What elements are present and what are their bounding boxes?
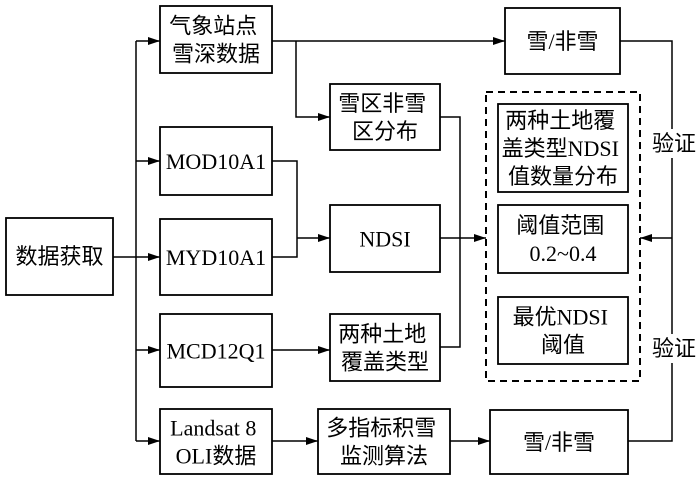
node-optimal-threshold: 最优NDSI 阈值	[497, 296, 629, 365]
node-station-snow-depth: 气象站点 雪深数据	[159, 5, 273, 74]
node-ndsi-value-distribution: 两种土地覆 盖类型NDSI 值数量分布	[497, 103, 629, 193]
snow-nonsnow-top-line-1: 雪/非雪	[526, 29, 598, 54]
node-ndsi: NDSI	[329, 204, 441, 273]
ndsi-value-distribution-line-2: 盖类型NDSI	[502, 136, 619, 161]
optimal-threshold-box	[497, 296, 629, 365]
mod10a1-label: MOD10A1	[166, 149, 266, 174]
ndsi-value-distribution-box	[497, 103, 629, 193]
node-data-acquisition: 数据获取	[5, 217, 114, 296]
optimal-threshold-line-1: 最优NDSI	[513, 305, 608, 330]
threshold-range-line-1: 阈值范围	[516, 213, 604, 238]
myd10a1-line-1: MYD10A1	[166, 245, 266, 270]
snow-nonsnow-bottom-line-1: 雪/非雪	[523, 430, 595, 455]
station-snow-depth-line-1: 气象站点	[169, 14, 257, 39]
mod10a1-box	[159, 126, 273, 196]
multi-index-algorithm-label: 多指标积雪 监测算法	[326, 416, 442, 469]
data-acquisition-label: 数据获取	[15, 244, 103, 269]
station-snow-depth-line-2: 雪深数据	[172, 42, 260, 67]
node-myd10a1: MYD10A1	[159, 218, 273, 296]
multi-index-algorithm-line-2: 监测算法	[340, 444, 428, 469]
land-cover-types-line-2: 覆盖类型	[341, 350, 429, 375]
myd10a1-label: MYD10A1	[166, 245, 266, 270]
threshold-range-line-2: 0.2~0.4	[530, 241, 597, 266]
ndsi-value-distribution-line-3: 值数量分布	[508, 164, 618, 189]
optimal-threshold-label: 最优NDSI 阈值	[513, 305, 614, 358]
land-cover-types-box	[329, 313, 441, 382]
node-snow-area-distribution: 雪区非雪 区分布	[329, 83, 441, 151]
node-landsat8-oli: Landsat 8 OLI数据	[159, 408, 273, 475]
snow-area-distribution-box	[329, 83, 441, 151]
node-snow-nonsnow-bottom: 雪/非雪	[489, 409, 629, 475]
snow-nonsnow-bottom-box	[489, 409, 629, 475]
snow-area-distribution-line-1: 雪区非雪	[338, 91, 426, 116]
validation-label-top-group: 验证	[651, 129, 697, 158]
mcd12q1-line-1: MCD12Q1	[166, 339, 265, 364]
ndsi-value-distribution-line-1: 两种土地覆	[505, 108, 615, 133]
myd10a1-box	[159, 218, 273, 296]
ndsi-line-1: NDSI	[359, 227, 410, 252]
node-snow-nonsnow-top: 雪/非雪	[504, 7, 621, 75]
connector-station-to-snow-area	[295, 41, 330, 121]
connector-validation-loop	[620, 40, 673, 442]
station-snow-depth-label: 气象站点 雪深数据	[169, 14, 263, 67]
optimal-threshold-line-2: 阈值	[541, 333, 585, 358]
connectors	[113, 37, 673, 445]
analysis-group-dashed-box	[485, 91, 641, 382]
node-multi-index-algorithm: 多指标积雪 监测算法	[317, 408, 451, 475]
landsat8-oli-line-1: Landsat 8	[170, 416, 256, 441]
snow-nonsnow-top-box	[504, 7, 621, 75]
land-cover-types-line-1: 两种土地	[338, 322, 426, 347]
connector-middle-merge	[440, 116, 461, 348]
validation-label-bottom: 验证	[652, 336, 696, 361]
ndsi-label: NDSI	[359, 227, 410, 252]
ndsi-box	[329, 204, 441, 273]
ndsi-value-distribution-label: 两种土地覆 盖类型NDSI 值数量分布	[502, 108, 625, 189]
landsat8-oli-line-2: OLI数据	[176, 444, 257, 469]
snow-nonsnow-top-label: 雪/非雪	[526, 29, 598, 54]
validation-label-bottom-group: 验证	[651, 334, 697, 363]
mcd12q1-box	[159, 313, 273, 388]
multi-index-algorithm-line-1: 多指标积雪	[326, 416, 436, 441]
mcd12q1-label: MCD12Q1	[166, 339, 265, 364]
snow-area-distribution-line-2: 区分布	[352, 119, 418, 144]
node-mcd12q1: MCD12Q1	[159, 313, 273, 388]
connector-mod-myd-merge	[272, 160, 298, 258]
validation-label-bottom-mask	[651, 334, 697, 363]
validation-label-top-mask	[651, 129, 697, 158]
data-acquisition-line-1: 数据获取	[15, 244, 103, 269]
threshold-range-box	[497, 204, 629, 274]
land-cover-types-label: 两种土地 覆盖类型	[338, 322, 432, 375]
snow-area-distribution-label: 雪区非雪 区分布	[338, 91, 432, 144]
data-acquisition-box	[5, 217, 114, 296]
multi-index-algorithm-box	[317, 408, 451, 475]
node-land-cover-types: 两种土地 覆盖类型	[329, 313, 441, 382]
node-threshold-range: 阈值范围 0.2~0.4	[497, 204, 629, 274]
landsat8-oli-box	[159, 408, 273, 475]
mod10a1-line-1: MOD10A1	[166, 149, 266, 174]
snow-nonsnow-bottom-label: 雪/非雪	[523, 430, 595, 455]
node-mod10a1: MOD10A1	[159, 126, 273, 196]
validation-label-top: 验证	[652, 131, 696, 156]
threshold-range-label: 阈值范围 0.2~0.4	[516, 213, 610, 266]
station-snow-depth-box	[159, 5, 273, 74]
landsat8-oli-label: Landsat 8 OLI数据	[170, 416, 262, 469]
